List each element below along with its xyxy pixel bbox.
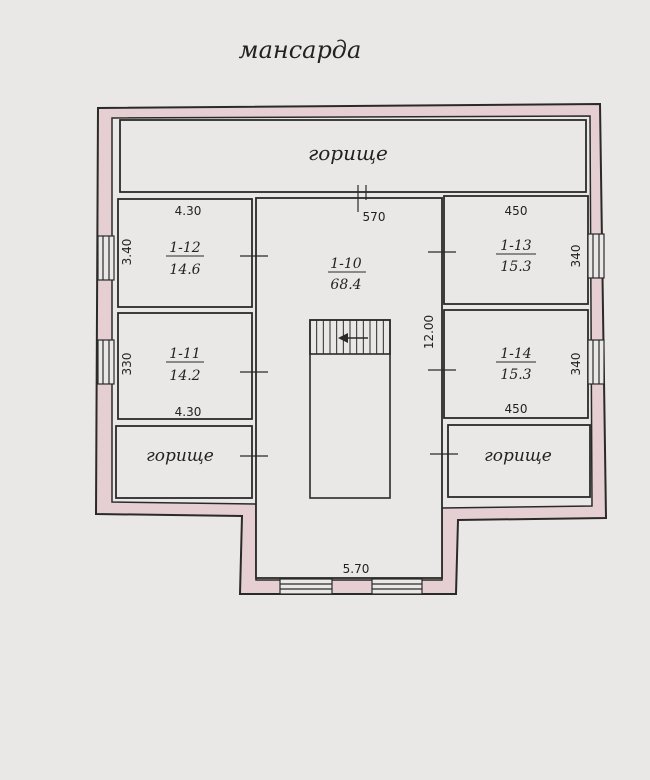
room-1-13-area: 15.3 xyxy=(500,259,531,275)
window-bottom-left xyxy=(279,578,333,595)
stair-arrow-head xyxy=(338,333,348,343)
plan-title: мансарда xyxy=(239,36,362,64)
dim-center-bottom-width: 5.70 xyxy=(343,562,370,576)
room-1-13 xyxy=(443,195,589,305)
room-1-14 xyxy=(443,309,589,419)
dim-bottom-left-width: 4.30 xyxy=(175,405,202,419)
room-1-12 xyxy=(117,198,253,308)
room-1-13-id: 1-13 xyxy=(500,238,532,254)
room-1-14-id: 1-14 xyxy=(500,346,531,362)
dim-right-bottom-height: 340 xyxy=(569,353,583,376)
attic-left-label: горище xyxy=(146,446,214,466)
stairwell xyxy=(309,319,391,499)
attic-right xyxy=(447,424,591,498)
dim-left-top-height: 3.40 xyxy=(120,239,134,266)
dim-right-top-height: 340 xyxy=(569,245,583,268)
room-1-12-id: 1-12 xyxy=(169,240,201,256)
attic-top xyxy=(119,119,587,193)
door-marks xyxy=(240,185,458,457)
dim-bottom-right-width: 450 xyxy=(505,402,528,416)
room-1-12-area: 14.6 xyxy=(169,262,200,278)
window-left-bottom xyxy=(97,339,115,385)
window-bottom-right xyxy=(371,578,423,595)
window-right-top xyxy=(587,233,605,279)
room-1-11-area: 14.2 xyxy=(169,368,200,384)
room-1-10-area: 68.4 xyxy=(330,277,361,293)
dim-top-left-width: 4.30 xyxy=(175,204,202,218)
dim-center-top-width: 570 xyxy=(363,210,386,224)
dim-center-height: 12.00 xyxy=(422,315,436,349)
room-1-10-id: 1-10 xyxy=(330,256,362,272)
attic-left xyxy=(115,425,253,499)
attic-right-label: горище xyxy=(484,446,552,466)
room-1-11 xyxy=(117,312,253,420)
window-left-top xyxy=(97,235,115,281)
dim-left-bottom-height: 330 xyxy=(120,353,134,376)
room-1-14-area: 15.3 xyxy=(500,367,531,383)
room-1-10 xyxy=(255,197,443,579)
room-1-11-id: 1-11 xyxy=(169,346,200,362)
window-right-bottom xyxy=(587,339,605,385)
dim-top-right-width: 450 xyxy=(505,204,528,218)
attic-top-label: горище xyxy=(308,141,388,165)
